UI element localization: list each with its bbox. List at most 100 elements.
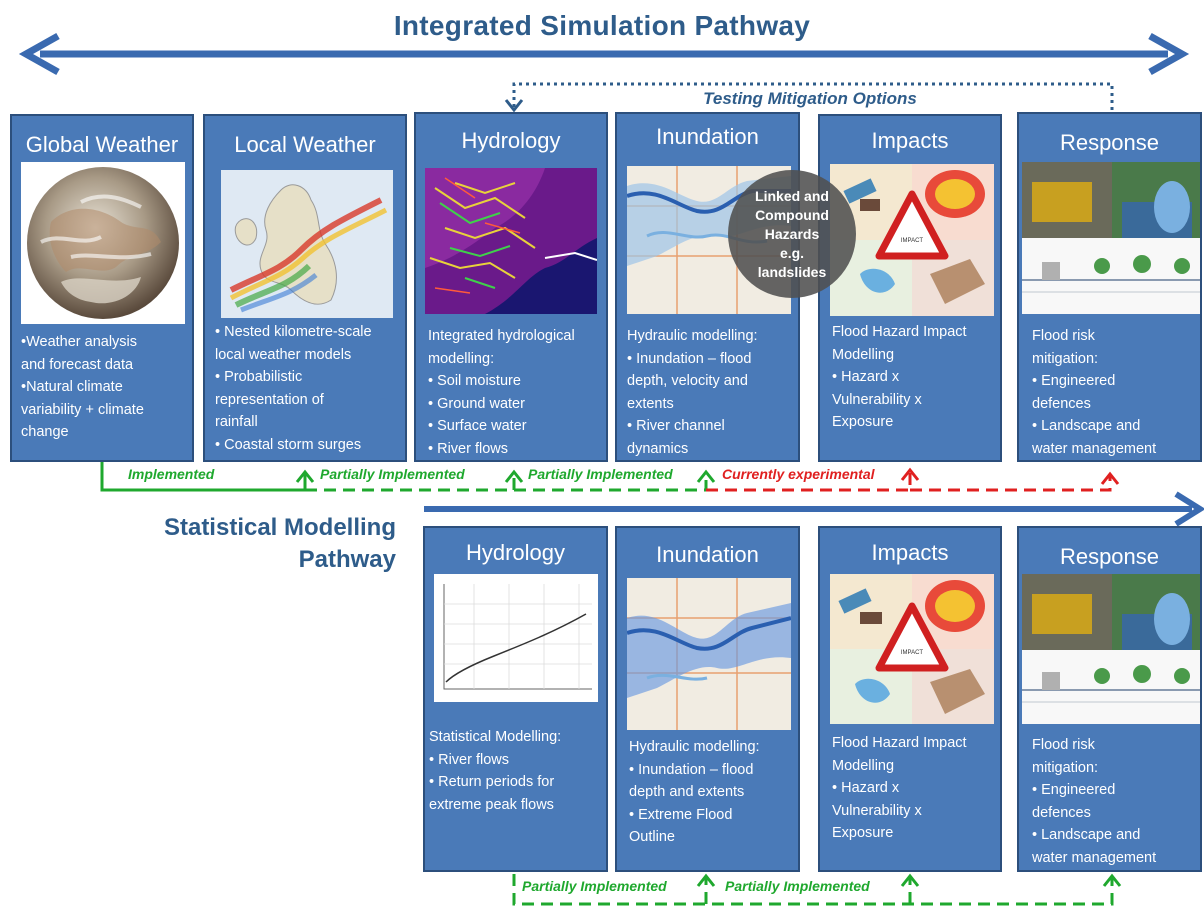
text-line: representation of [215,391,324,408]
text-line: Statistical Modelling: [429,729,562,745]
stat-inundation-title: Inundation [656,542,759,567]
text-line: Vulnerability x [832,391,922,408]
stat-inundation-box: Inundation Hydraulic modelling: • Inunda… [615,526,800,872]
stat-hydrology-box: Hydrology Statistical Modelling: • River… [423,526,608,872]
text-line: Flood risk [1032,328,1095,344]
stat-impacts-box: Impacts IMPACT Flood Hazard Impact Model… [818,526,1002,872]
text-line: Vulnerability x [832,802,922,819]
text-line: depth, velocity and [627,373,748,389]
text-line: Exposure [832,414,894,430]
text-line: depth and extents [629,784,745,800]
text-line: • River flows [428,440,509,457]
text-line: • Probabilistic [215,369,303,385]
rainfall-map-image [221,170,393,318]
stat-hydrology-text: Statistical Modelling: • River flows • R… [429,726,561,816]
stat-hydrology-title: Hydrology [465,540,566,565]
statistical-title-line-1: Statistical Modelling [163,514,396,541]
response-text: Flood risk mitigation: • Engineered defe… [1032,325,1156,460]
text-line: dynamics [627,440,689,457]
testing-mitigation-label: Testing Mitigation Options [703,89,917,108]
text-line: • Extreme Flood [629,806,733,823]
text-line: • Nested kilometre-scale [215,324,372,340]
text-line: local weather models [215,346,352,363]
statistical-title-line-2: Pathway [298,546,396,573]
text-line: • Hazard x [832,780,900,796]
text-line: Integrated hydrological [428,328,575,344]
local-weather-title: Local Weather [234,132,376,157]
response-box: Response Flood risk mitigation: • Engine… [1017,112,1202,462]
bubble-line: Compound [755,206,829,223]
text-line: • Coastal storm surges [215,436,362,453]
inundation-text: Hydraulic modelling: • Inundation – floo… [627,325,758,460]
local-weather-text: • Nested kilometre-scale local weather m… [215,321,372,456]
text-line: Flood Hazard Impact [832,324,967,340]
stat-impact-modelling-image: IMPACT [830,574,994,724]
stat-response-box: Response Flood risk mitigation: • Engine… [1017,526,1202,872]
impacts-box: Impacts IMPACT Flood Hazard Impact Model… [818,114,1002,462]
hydrology-text: Integrated hydrological modelling: • Soi… [428,325,575,460]
flow-curve-chart-image [434,574,598,702]
text-line: change [21,424,69,440]
text-line: • Ground water [428,395,525,412]
globe-image [21,162,185,324]
text-line: Exposure [832,825,894,841]
text-line: Flood risk [1032,737,1095,753]
stat-partially-implemented-label-1: Partially Implemented [522,878,667,894]
text-line: • Inundation – flood [627,350,752,367]
inundation-title: Inundation [656,124,759,149]
impacts-text: Flood Hazard Impact Modelling • Hazard x… [832,321,967,434]
text-line: variability + climate [21,401,144,418]
text-line: • Landscape and [1032,418,1141,434]
hydrology-title: Hydrology [461,128,561,153]
stat-response-title: Response [1059,544,1160,569]
text-line: defences [1032,804,1091,821]
text-line: •Natural climate [21,379,123,395]
text-line: • Engineered [1032,782,1116,798]
bubble-line: landslides [757,263,827,280]
bubble-line: e.g. [779,244,805,261]
stat-impacts-text: Flood Hazard Impact Modelling • Hazard x… [832,732,967,845]
flood-defence-image [1022,162,1200,314]
compound-hazards-bubble: Linked and Compound Hazards e.g. landsli… [728,170,856,298]
text-line: •Weather analysis [21,334,138,350]
partially-implemented-label-1: Partially Implemented [320,466,465,482]
text-line: extents [627,395,674,412]
bubble-line: Linked and [755,187,829,204]
text-line: Outline [629,829,675,845]
text-line: • Landscape and [1032,827,1141,843]
text-line: Hydraulic modelling: [629,739,760,755]
text-line: water management [1032,849,1157,866]
stat-partially-implemented-label-2: Partially Implemented [725,878,870,894]
svg-text:IMPACT: IMPACT [901,238,924,244]
stat-response-text: Flood risk mitigation: • Engineered defe… [1032,734,1156,869]
text-line: • Return periods for [429,774,555,790]
text-line: mitigation: [1032,350,1099,367]
response-title: Response [1059,130,1160,155]
global-weather-text: •Weather analysis and forecast data •Nat… [21,331,144,444]
text-line: defences [1032,395,1091,412]
svg-text:IMPACT: IMPACT [901,650,924,656]
global-weather-box: Global Weather •Weather analysis and for… [10,114,194,462]
text-line: • Hazard x [832,369,900,385]
text-line: • River flows [429,751,510,768]
text-line: extreme peak flows [429,796,554,813]
currently-experimental-label: Currently experimental [722,466,875,482]
text-line: • Soil moisture [428,373,521,389]
stat-inundation-text: Hydraulic modelling: • Inundation – floo… [629,736,760,849]
text-line: • River channel [627,418,725,434]
partially-implemented-label-2: Partially Implemented [528,466,673,482]
stat-flood-map-image [627,578,791,730]
implemented-label: Implemented [128,466,215,482]
statistical-pathway-arrow [424,491,1204,527]
bubble-line: Hazards [764,225,820,242]
text-line: water management [1032,440,1157,457]
impacts-title: Impacts [871,128,949,153]
text-line: modelling: [428,350,495,367]
text-line: rainfall [215,414,258,430]
text-line: Hydraulic modelling: [627,328,758,344]
statistical-pathway-title: Statistical Modelling Pathway [110,512,396,576]
text-line: Modelling [832,757,895,774]
text-line: • Surface water [428,418,527,434]
catchment-map-image [425,168,597,314]
global-weather-title: Global Weather [25,132,179,157]
